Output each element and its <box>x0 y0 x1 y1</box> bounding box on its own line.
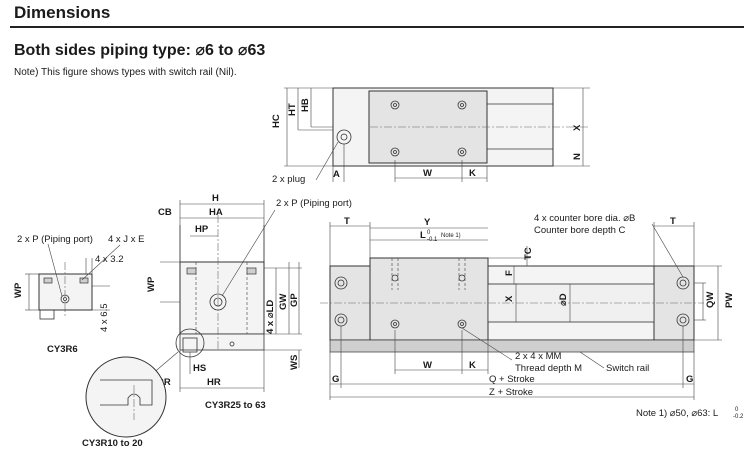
label-hs: HS <box>193 363 206 374</box>
footnote-tol-upper: 0 <box>735 407 739 413</box>
label-hb: HB <box>300 98 311 112</box>
caption-cy3r25-63: CY3R25 to 63 <box>205 400 266 411</box>
switch-rail-strip <box>329 339 695 353</box>
label-h: H <box>212 193 219 204</box>
tol-l-lower: -0.1 <box>427 237 438 243</box>
detail-view: CY3R10 to 20 <box>82 328 205 449</box>
label-ha: HA <box>209 207 223 218</box>
label-counter-bore-dia: 4 x counter bore dia. ⌀B <box>534 213 635 224</box>
footnote: Note 1) ⌀50, ⌀63: L 0 -0.2 <box>636 407 744 420</box>
label-y: Y <box>424 217 431 228</box>
front-view-slide <box>369 257 489 341</box>
side-view: H CB HA HP WP 4 x ⌀LD GW GP WS 2 x P (Pi… <box>146 193 352 411</box>
label-wp-side: WP <box>146 276 157 292</box>
label-f: F <box>504 270 515 276</box>
label-l-note: Note 1) <box>441 233 461 239</box>
label-cb: CB <box>158 207 172 218</box>
label-port-6: 2 x P (Piping port) <box>17 234 93 245</box>
label-plug: 2 x plug <box>272 174 305 185</box>
label-gw: GW <box>278 294 289 310</box>
label-hr: HR <box>207 377 221 388</box>
label-w-top: W <box>423 168 432 179</box>
label-k-top: K <box>469 168 476 179</box>
cy3r6-view: WP 4 x 3.2 4 x 6.5 2 x P (Piping port) 4… <box>13 234 144 355</box>
label-cr: CR <box>157 377 171 388</box>
section-header: Dimensions <box>10 2 744 28</box>
label-tc: TC <box>523 247 534 260</box>
cylinder-tube <box>487 283 655 323</box>
label-x-front: X <box>504 295 515 302</box>
label-hp: HP <box>195 224 209 235</box>
label-ht: HT <box>287 103 298 116</box>
footnote-text: Note 1) ⌀50, ⌀63: L <box>636 408 718 419</box>
label-gp: GP <box>289 293 300 307</box>
label-a: A <box>333 169 340 180</box>
label-k-front: K <box>469 360 476 371</box>
label-t-left: T <box>344 216 350 227</box>
footnote-tol-lower: -0.2 <box>733 414 744 420</box>
label-jxe: 4 x J x E <box>108 234 144 245</box>
detail-circle <box>85 356 167 438</box>
label-port-side: 2 x P (Piping port) <box>276 198 352 209</box>
label-g-right: G <box>686 374 693 385</box>
caption-cy3r10-20: CY3R10 to 20 <box>82 438 143 449</box>
label-x-top: X <box>572 124 583 131</box>
figure-note: Note) This figure shows types with switc… <box>14 67 237 78</box>
page-subtitle: Both sides piping type: ⌀6 to ⌀63 <box>14 42 266 59</box>
label-mm: 2 x 4 x MM <box>515 351 562 362</box>
label-ws: WS <box>289 355 300 370</box>
label-switch-rail: Switch rail <box>606 363 649 374</box>
label-pw: PW <box>724 293 735 308</box>
section-title: Dimensions <box>14 3 111 22</box>
label-wp-6: WP <box>13 282 24 298</box>
label-ld: 4 x ⌀LD <box>265 300 276 334</box>
caption-cy3r6: CY3R6 <box>47 344 78 355</box>
label-g-left: G <box>332 374 339 385</box>
label-counter-bore-depth: Counter bore depth C <box>534 225 626 236</box>
label-w-front: W <box>423 360 432 371</box>
label-l: L <box>420 230 426 241</box>
tol-l-upper: 0 <box>427 230 431 236</box>
label-n: N <box>572 153 583 160</box>
label-qw: QW <box>705 292 716 308</box>
label-4x65: 4 x 6.5 <box>99 303 110 332</box>
label-hc: HC <box>271 114 282 128</box>
label-thread-depth: Thread depth M <box>515 363 582 374</box>
label-4x32: 4 x 3.2 <box>95 254 124 265</box>
label-z-stroke: Z + Stroke <box>489 387 533 398</box>
front-view: T T Y L 0 -0.1 Note 1) TC F X ⌀D QW PW 4… <box>320 213 735 400</box>
top-view: HC HT HB X N W K A 2 x plug <box>271 87 590 185</box>
label-d: ⌀D <box>558 293 569 306</box>
label-t-right: T <box>670 216 676 227</box>
label-q-stroke: Q + Stroke <box>489 374 535 385</box>
